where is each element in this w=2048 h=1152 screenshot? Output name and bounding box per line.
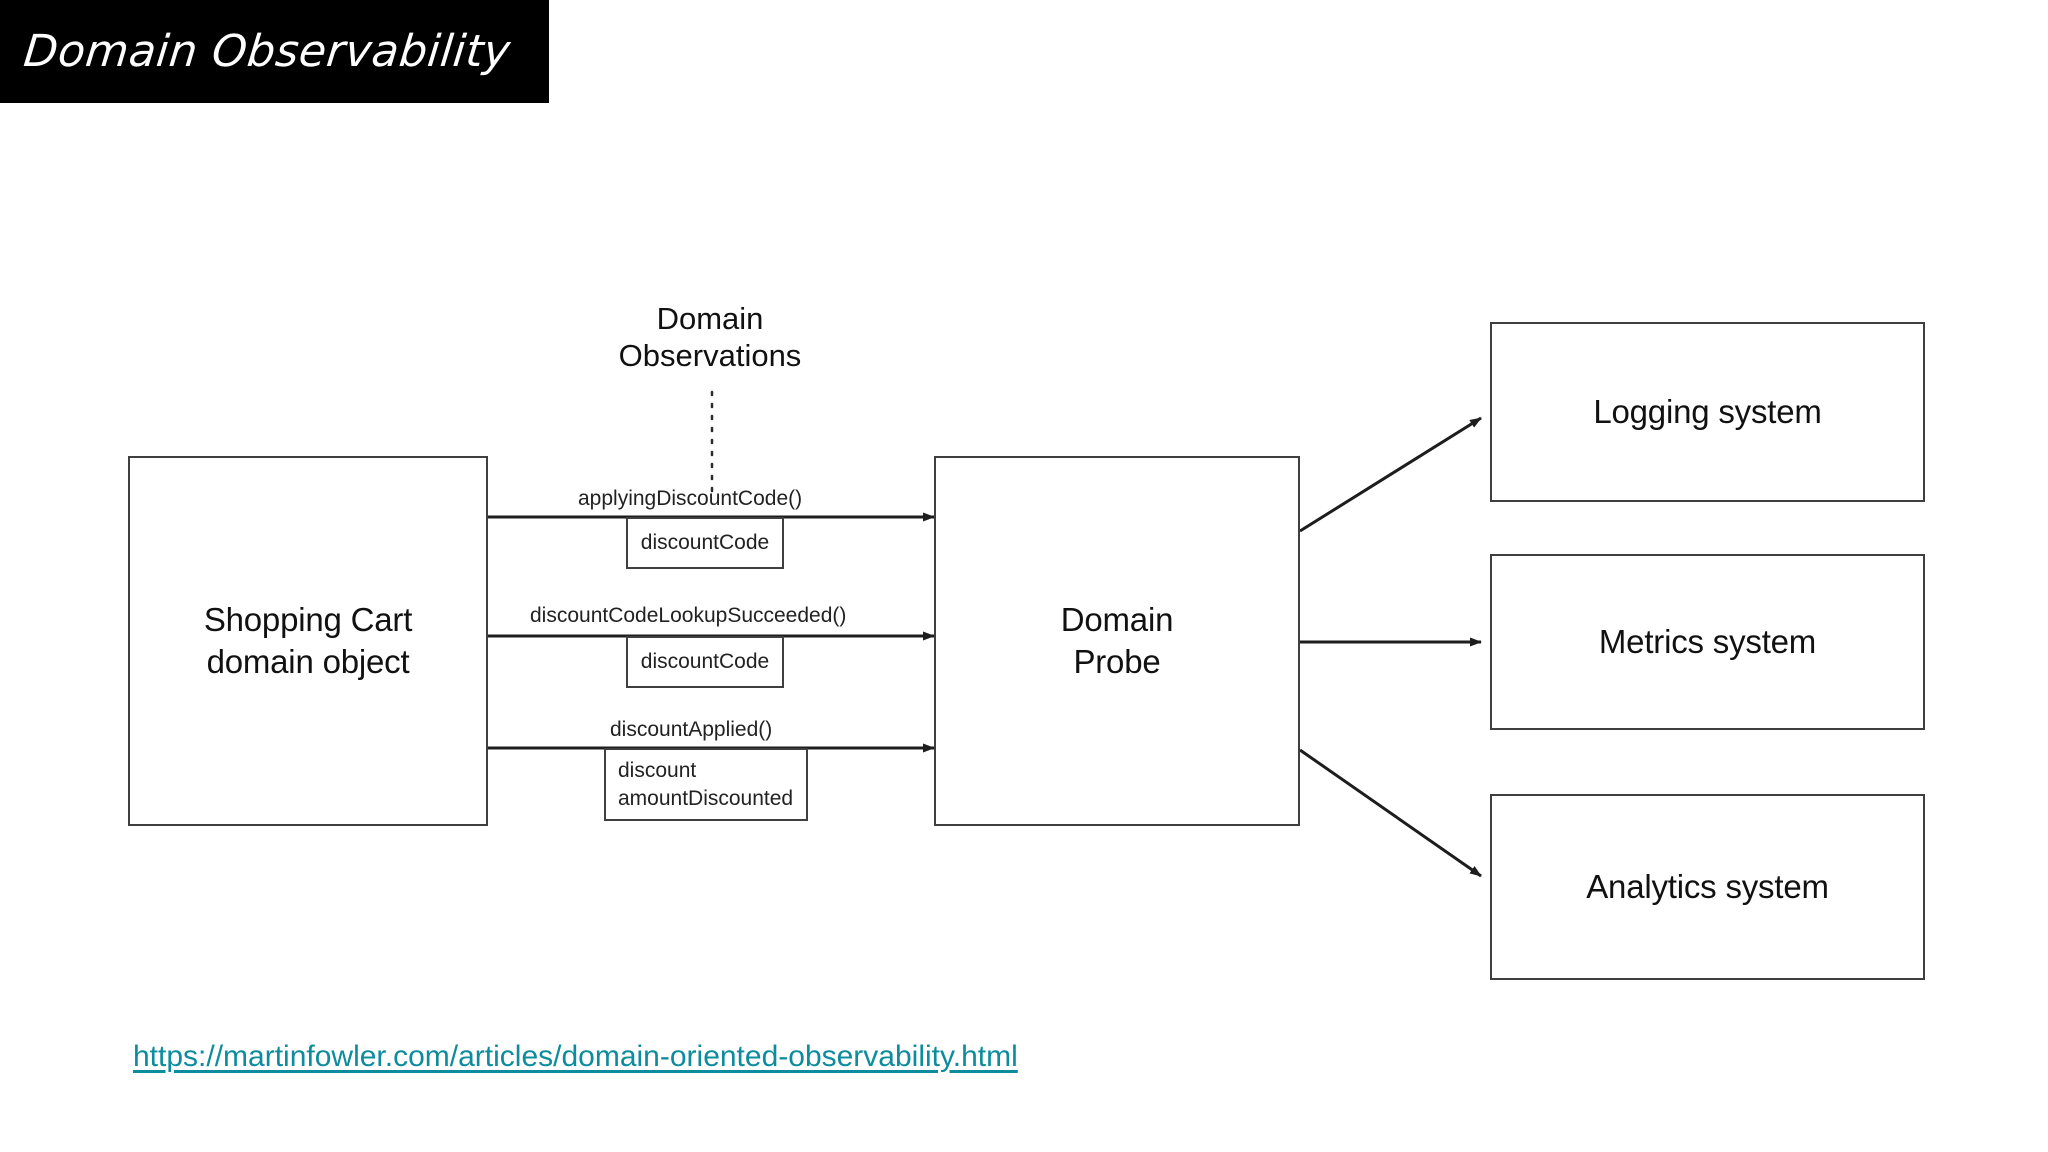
payload-field-amount-discounted: amountDiscounted	[618, 786, 794, 810]
shopping-cart-line-2: domain object	[206, 643, 410, 680]
node-domain-probe[interactable]: Domain Probe	[934, 456, 1300, 826]
callout-line-1: Domain	[656, 301, 764, 336]
node-shopping-cart-domain-object[interactable]: Shopping Cart domain object	[128, 456, 488, 826]
payload-box-discount-code-lookup-succeeded: discountCode	[626, 636, 784, 688]
logging-system-label: Logging system	[1593, 392, 1822, 430]
edge-label-applying-discount-code: applyingDiscountCode()	[578, 487, 803, 510]
payload-box-applying-discount-code: discountCode	[626, 517, 784, 569]
domain-observations-callout: Domain Observations	[560, 300, 860, 374]
analytics-system-label: Analytics system	[1586, 867, 1829, 905]
payload-field-discount-code-1: discountCode	[640, 531, 770, 555]
edge-label-discount-code-lookup-succeeded: discountCodeLookupSucceeded()	[530, 604, 847, 627]
metrics-system-label: Metrics system	[1598, 622, 1817, 660]
shopping-cart-line-1: Shopping Cart	[203, 600, 413, 638]
node-analytics-system[interactable]: Analytics system	[1490, 794, 1925, 980]
node-logging-system[interactable]: Logging system	[1490, 322, 1925, 502]
edge-label-discount-applied: discountApplied()	[610, 718, 773, 741]
node-metrics-system[interactable]: Metrics system	[1490, 554, 1925, 730]
edge-arrow-probe-to-analytics	[1299, 748, 1482, 878]
payload-box-discount-applied: discount amountDiscounted	[604, 748, 808, 821]
payload-field-discount-code-2: discountCode	[640, 650, 770, 674]
edge-arrow-probe-to-logging	[1299, 416, 1482, 533]
title-banner: Domain Observability	[0, 0, 549, 103]
payload-field-discount: discount	[618, 758, 697, 782]
source-article-link[interactable]: https://martinfowler.com/articles/domain…	[133, 1040, 1018, 1073]
domain-probe-line-2: Probe	[1073, 643, 1161, 680]
domain-probe-line-1: Domain	[1060, 600, 1174, 638]
callout-line-2: Observations	[618, 338, 802, 374]
